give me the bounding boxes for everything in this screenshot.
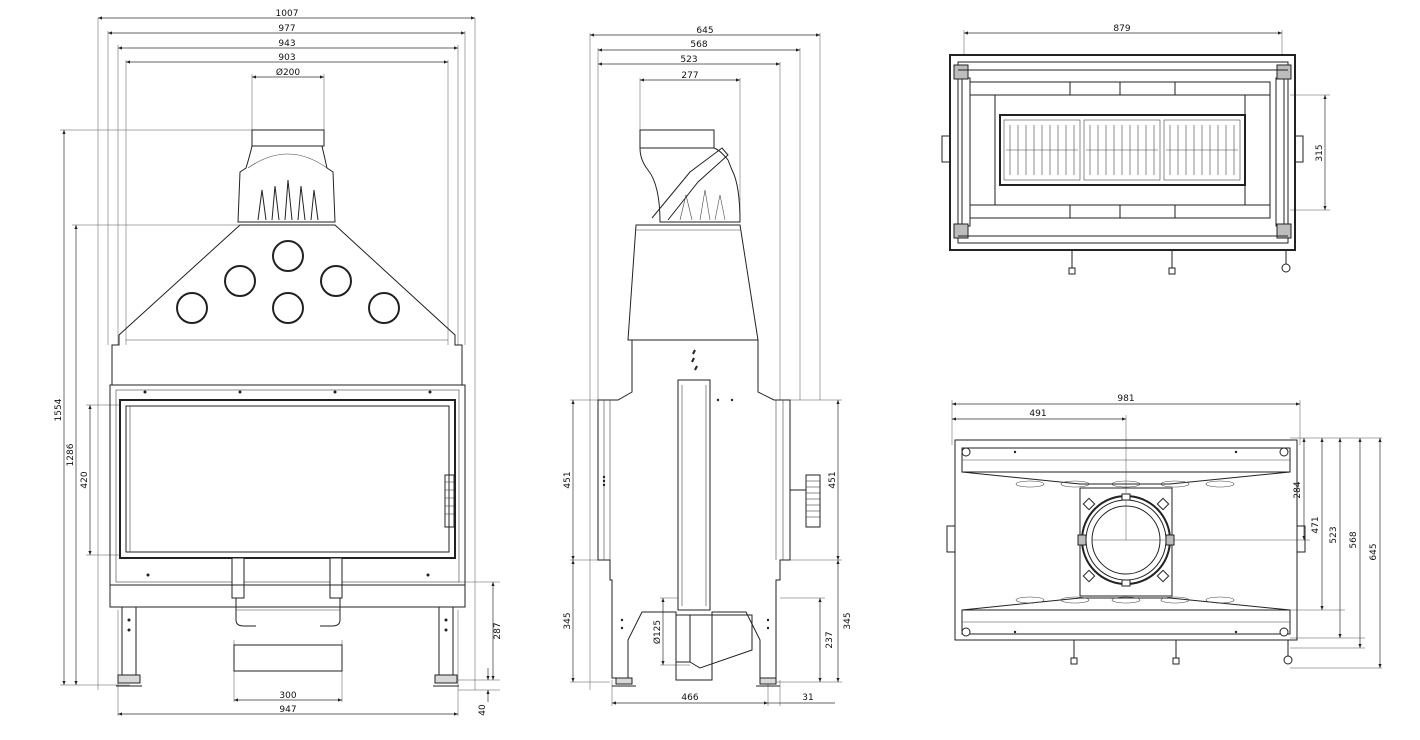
dim-345-right: 345 — [843, 612, 853, 629]
dim-284: 284 — [1293, 481, 1303, 498]
dim-451-left: 451 — [563, 471, 573, 488]
front-convection-holes — [176, 240, 400, 324]
dim-981: 981 — [1117, 394, 1134, 404]
front-door-spring — [444, 474, 455, 528]
side-door-spring — [805, 474, 821, 528]
dim-645: 645 — [696, 26, 713, 36]
dim-1007: 1007 — [276, 9, 299, 19]
side-center-column — [677, 379, 711, 611]
dim-277: 277 — [681, 71, 698, 81]
dim-flue-200: Ø200 — [276, 67, 301, 78]
dim-pipe-125: Ø125 — [652, 620, 663, 644]
dim-315: 315 — [1315, 144, 1325, 161]
dim-287: 287 — [493, 622, 503, 639]
dim-568: 568 — [690, 40, 707, 50]
top-outer-frame — [949, 54, 1296, 251]
front-view: 1007 977 943 903 Ø200 1554 1286 420 300 … — [54, 9, 503, 716]
dim-943: 943 — [278, 39, 295, 49]
dim-523: 523 — [1329, 526, 1339, 543]
front-dim-lines — [60, 16, 500, 716]
side-flue-dashes — [691, 349, 698, 371]
front-handle-left — [231, 557, 245, 599]
bottom-air-slots — [1015, 480, 1235, 604]
front-rivets — [143, 390, 432, 577]
dim-903: 903 — [278, 53, 295, 63]
dim-300: 300 — [279, 691, 296, 701]
dim-40: 40 — [478, 704, 488, 716]
side-flue-collar — [639, 129, 715, 149]
top-view: 879 315 — [941, 24, 1330, 275]
dim-947: 947 — [279, 705, 296, 715]
bottom-feet — [1070, 640, 1293, 665]
dim-451-right: 451 — [828, 471, 838, 488]
side-view: 645 568 523 277 451 345 451 345 237 Ø125… — [563, 26, 853, 706]
dim-645: 645 — [1369, 543, 1379, 560]
front-ash-drawer — [233, 644, 343, 672]
dim-345-left: 345 — [563, 612, 573, 629]
dim-491: 491 — [1029, 409, 1046, 419]
bottom-flue-bolts — [1077, 493, 1175, 587]
top-feet — [1068, 250, 1291, 275]
front-flue-collar — [251, 129, 325, 147]
dim-420: 420 — [80, 471, 90, 488]
front-glass — [125, 405, 450, 553]
front-base — [109, 584, 466, 608]
top-grate-bars — [1003, 119, 1241, 181]
dim-1554: 1554 — [54, 398, 64, 421]
side-dim-lines — [570, 33, 842, 706]
side-air-pipe — [675, 614, 691, 663]
top-firebricks — [969, 81, 1271, 219]
front-body — [109, 384, 466, 586]
front-hood — [111, 224, 463, 386]
top-grate — [999, 114, 1246, 186]
side-smoke-bell — [639, 147, 741, 223]
dim-977: 977 — [278, 24, 295, 34]
bottom-corner-bolts — [961, 447, 1289, 637]
front-leg-right — [433, 606, 459, 687]
dim-237: 237 — [825, 631, 835, 648]
dim-568: 568 — [1349, 531, 1359, 548]
front-handle-right — [329, 557, 343, 599]
bottom-dim-lines — [951, 400, 1382, 669]
dim-471: 471 — [1311, 516, 1321, 533]
dim-523: 523 — [680, 55, 697, 65]
bottom-view: 981 491 284 471 523 568 645 — [946, 394, 1382, 669]
dim-466: 466 — [681, 693, 698, 703]
side-hood — [627, 224, 759, 341]
dim-31: 31 — [802, 693, 813, 703]
front-leg-left — [116, 606, 142, 687]
front-door-frame — [119, 399, 456, 559]
top-corner-blocks — [953, 64, 1292, 239]
front-smoke-bell — [237, 145, 336, 223]
front-bell-ribs — [257, 179, 319, 221]
dim-1286: 1286 — [66, 443, 76, 466]
dim-879: 879 — [1113, 24, 1130, 34]
top-dim-lines — [963, 30, 1330, 211]
